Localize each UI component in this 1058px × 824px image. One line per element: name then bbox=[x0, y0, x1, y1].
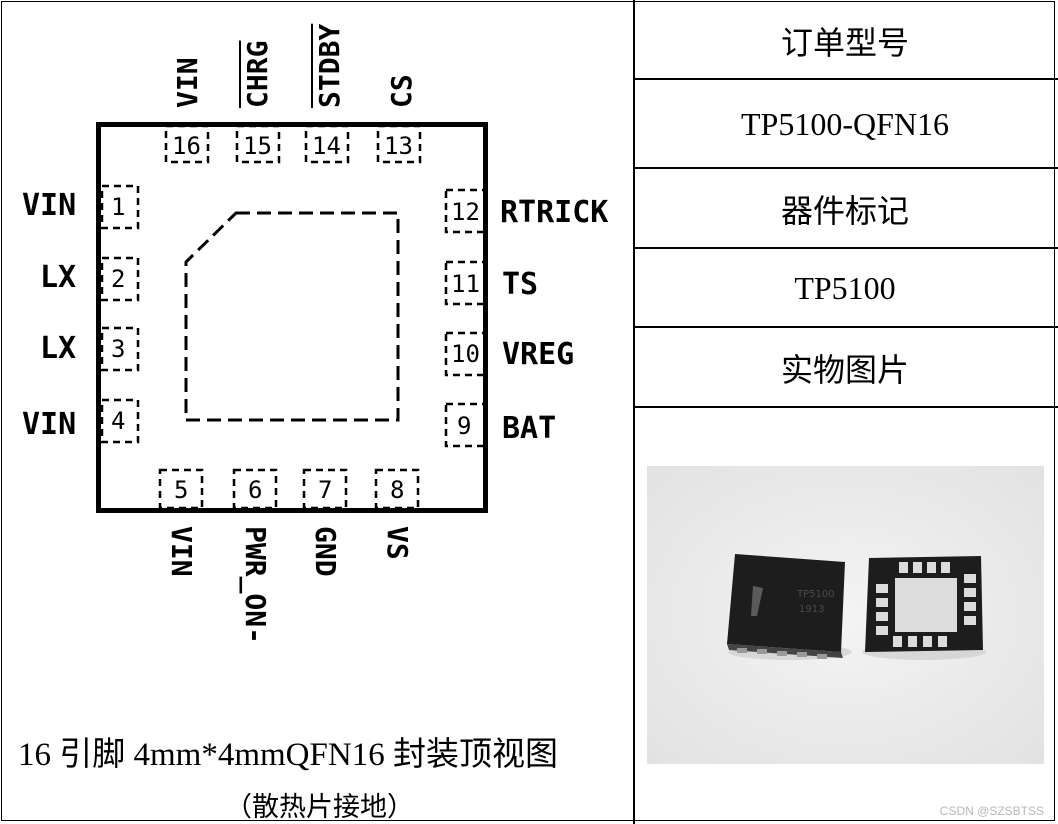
thermal-pad-outline bbox=[184, 211, 400, 422]
diagram-subcaption: （散热片接地） bbox=[225, 792, 414, 823]
pin-9-name: BAT bbox=[502, 411, 557, 446]
watermark: CSDN @SZSBTSS bbox=[939, 804, 1044, 818]
pin-12-name: RTRICK bbox=[500, 195, 609, 230]
chip-pads bbox=[876, 562, 976, 647]
pin-7-number: 7 bbox=[318, 476, 333, 504]
pin-3-number: 3 bbox=[111, 335, 126, 363]
pin-6-name: PWR_ON- bbox=[239, 526, 272, 645]
pin-11-number: 11 bbox=[451, 270, 480, 298]
row-divider bbox=[634, 167, 1058, 169]
pin-15-name: CHRG bbox=[241, 40, 274, 108]
pin-1-name: VIN bbox=[22, 188, 77, 223]
pin-4-name: VIN bbox=[22, 407, 77, 442]
pin-10-number: 10 bbox=[451, 340, 480, 368]
pin-15-number: 15 bbox=[243, 132, 272, 160]
pin-14-name: STDBY bbox=[313, 23, 346, 108]
photo-label: 实物图片 bbox=[780, 350, 909, 389]
column-divider bbox=[633, 0, 635, 824]
pin-8-name: VS bbox=[381, 526, 414, 560]
pin-16-number: 16 bbox=[172, 132, 201, 160]
pin-7-name: GND bbox=[309, 526, 342, 577]
pin-2-number: 2 bbox=[111, 265, 126, 293]
chip-top-body bbox=[727, 554, 845, 652]
pin-pad-frames bbox=[100, 124, 488, 510]
chip-photo: TP5100 1913 bbox=[647, 466, 1044, 764]
order-model-label: 订单型号 bbox=[780, 23, 909, 62]
dashed-overlay bbox=[100, 124, 488, 510]
chip-marking-line1: TP5100 bbox=[796, 589, 835, 600]
pin-13-number: 13 bbox=[384, 132, 413, 160]
thermal-pad bbox=[895, 578, 957, 632]
pin-8-number: 8 bbox=[390, 476, 405, 504]
row-divider bbox=[634, 326, 1058, 328]
qfn16-package-outline bbox=[96, 122, 488, 513]
pin-1-number: 1 bbox=[111, 193, 126, 221]
pin-11-name: TS bbox=[502, 267, 539, 302]
pin-4-number: 4 bbox=[111, 407, 126, 435]
row-divider bbox=[634, 406, 1058, 408]
order-model-value: TP5100-QFN16 bbox=[740, 105, 949, 142]
pin-14-number: 14 bbox=[312, 132, 341, 160]
pin-3-name: LX bbox=[40, 331, 77, 366]
diagram-caption: 16 引脚 4mm*4mmQFN16 封装顶视图 bbox=[18, 737, 558, 773]
chip-photo-graphic: TP5100 1913 bbox=[647, 466, 1044, 764]
pin-2-name: LX bbox=[40, 260, 77, 295]
chip-marking-line2: 1913 bbox=[799, 604, 824, 615]
pin-13-name: CS bbox=[385, 74, 418, 108]
pin-5-number: 5 bbox=[174, 476, 189, 504]
marking-value: TP5100 bbox=[794, 269, 896, 306]
pin-12-number: 12 bbox=[451, 198, 480, 226]
pin-9-number: 9 bbox=[457, 412, 472, 440]
pin-5-name: VIN bbox=[165, 526, 198, 577]
pin-6-number: 6 bbox=[248, 476, 263, 504]
pin-10-name: VREG bbox=[502, 337, 575, 372]
row-divider bbox=[634, 78, 1058, 80]
marking-label: 器件标记 bbox=[780, 191, 909, 230]
pin-16-name: VIN bbox=[171, 57, 204, 108]
row-divider bbox=[634, 247, 1058, 249]
